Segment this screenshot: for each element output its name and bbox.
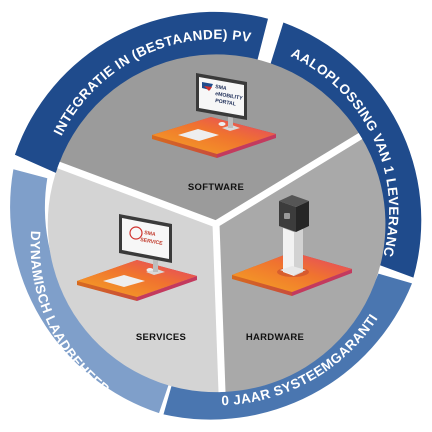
segment-label-hardware: HARDWARE: [246, 332, 304, 343]
portal-screen-line-3: PORTAL: [215, 98, 237, 108]
charger-pole-front: [283, 228, 294, 276]
segment-label-services: SERVICES: [136, 332, 186, 343]
monitor-neck: [153, 259, 158, 272]
ring-segment-warranty: [163, 273, 412, 420]
service-screen-line-1: SMA: [144, 230, 157, 238]
segment-divider: [214, 133, 363, 227]
pad-side: [137, 276, 197, 301]
pad-top: [77, 260, 197, 297]
segment-label-software: SOFTWARE: [188, 182, 244, 193]
keyboard-icon: [178, 129, 219, 141]
monitor-neck: [228, 115, 233, 128]
charger-head-top: [279, 195, 309, 207]
pad-side: [292, 269, 352, 296]
service-circle-icon: [129, 226, 143, 240]
charger-head-side: [296, 201, 309, 232]
hardware-illustration: [232, 195, 352, 296]
software-illustration: SMA eMOBILITY PORTAL: [152, 73, 276, 158]
monitor-screen: [122, 218, 169, 259]
charger-pole-side: [294, 228, 303, 276]
charger-base: [280, 266, 306, 275]
ring-segment-load-management: [10, 169, 171, 414]
portal-screen-line-1: SMA: [215, 84, 228, 92]
segment-divider: [57, 161, 218, 228]
ring-segment-integration: [14, 11, 269, 174]
keyboard-icon: [103, 275, 145, 287]
services-illustration: SMA SERVICE: [77, 214, 197, 301]
pad-side: [217, 134, 276, 158]
portal-screen-line-2: eMOBILITY: [215, 91, 244, 102]
mouse-icon: [218, 122, 226, 126]
segment-divider: [212, 223, 226, 393]
charger-socket-icon: [284, 213, 290, 219]
service-screen-line-2: SERVICE: [140, 237, 164, 247]
sma-logo-red-icon: [204, 86, 212, 91]
